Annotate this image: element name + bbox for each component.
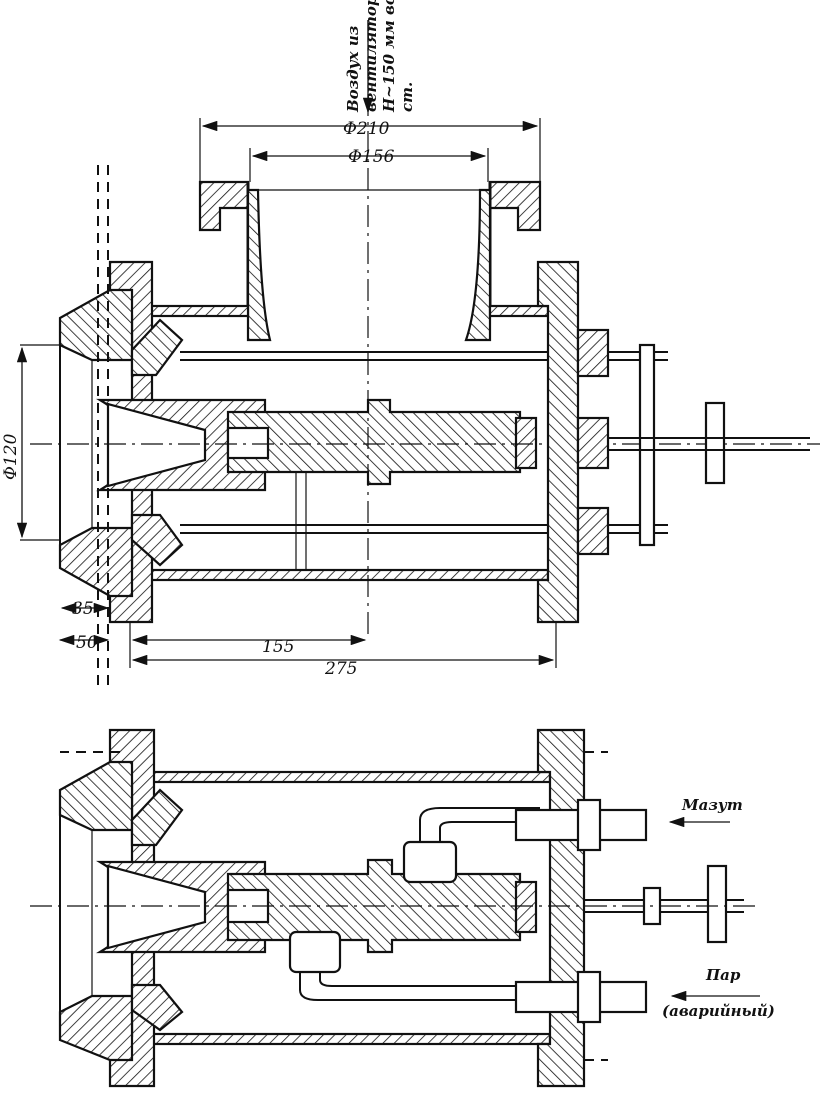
air-duct-pipe bbox=[246, 182, 492, 312]
handwheel-top bbox=[704, 401, 726, 485]
fuel-fitting bbox=[402, 840, 458, 884]
fuel-label: Мазут bbox=[681, 796, 743, 814]
air-duct-funnel-right bbox=[464, 188, 492, 342]
bottom-section-view: Мазут Пар (аварийный) bbox=[30, 728, 775, 1088]
steam-fitting bbox=[288, 930, 342, 974]
bottom-tube-wall-bottom bbox=[148, 1032, 552, 1046]
steam-label: Пар bbox=[705, 966, 741, 984]
air-duct-funnel bbox=[246, 188, 272, 342]
tube-wall-bottom bbox=[148, 568, 550, 582]
steam-pipe bbox=[299, 968, 540, 1001]
top-section-view: Φ210 Φ156 Воздух из вентилятора H~150 мм… bbox=[1, 0, 820, 690]
dim-50: 50 bbox=[76, 633, 98, 653]
swirler-bottom bbox=[130, 513, 184, 567]
dim-pipe-diameter: Φ156 bbox=[348, 147, 395, 167]
svg-text:вентилятора: вентилятора bbox=[362, 0, 380, 112]
control-plate bbox=[638, 343, 656, 547]
svg-text:Воздух из: Воздух из bbox=[344, 26, 362, 113]
bottom-tube-wall-top bbox=[148, 770, 552, 784]
dim-flange-diameter: Φ210 bbox=[343, 119, 390, 139]
svg-text:ст.: ст. bbox=[398, 82, 416, 112]
dim-35: 35 bbox=[72, 599, 94, 619]
dim-body-diameter: Φ120 bbox=[1, 433, 21, 480]
atomizer-end-cap bbox=[514, 416, 538, 470]
air-duct-flange-right bbox=[488, 180, 542, 232]
swirler-top bbox=[130, 318, 184, 377]
outer-cone-bottom bbox=[58, 526, 134, 598]
air-duct-flange-left bbox=[198, 180, 250, 232]
svg-text:H~150 мм вод.: H~150 мм вод. bbox=[380, 0, 398, 113]
tube-wall-top bbox=[148, 304, 250, 318]
dim-155: 155 bbox=[262, 637, 294, 657]
rear-flange bbox=[536, 260, 580, 624]
atomizer-body bbox=[226, 398, 522, 486]
gland-top bbox=[576, 328, 610, 378]
steam-note: (аварийный) bbox=[662, 1002, 775, 1020]
handwheel-bottom bbox=[706, 864, 728, 944]
tube-wall-top-right bbox=[488, 304, 550, 318]
gland-bottom bbox=[576, 506, 610, 556]
outer-cone-top bbox=[58, 288, 134, 362]
air-inlet-label: Воздух из вентилятора H~150 мм вод. ст. bbox=[344, 0, 416, 113]
gland-middle bbox=[576, 416, 610, 470]
bottom-rear-flange bbox=[536, 728, 586, 1088]
dim-275: 275 bbox=[324, 659, 357, 679]
fuel-pipe bbox=[419, 807, 540, 848]
